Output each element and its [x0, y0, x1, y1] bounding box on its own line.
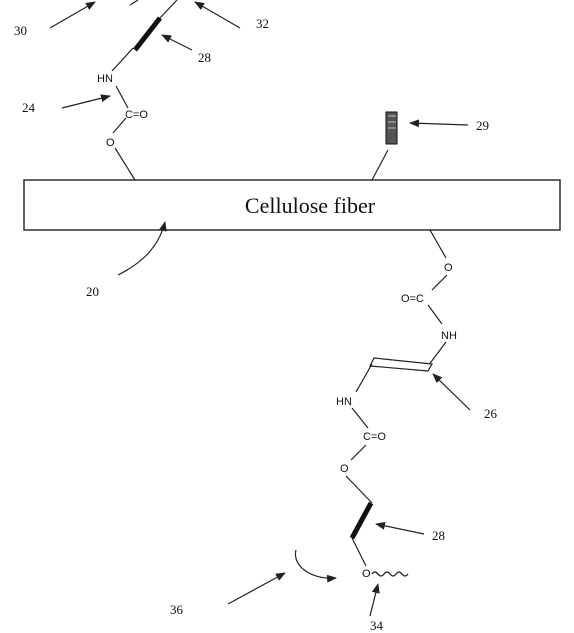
atom-lower-hn: HN [336, 396, 352, 408]
label-30: 30 [14, 23, 27, 38]
label-26: 26 [484, 406, 498, 421]
lower-chain: O O=C NH HN C=O O O [336, 229, 457, 580]
atom-right-nh: NH [441, 330, 457, 342]
reference-numerals: 30 32 28 24 29 20 26 28 36 34 [14, 16, 498, 633]
atom-lower-o: O [340, 463, 349, 475]
atom-top-hn: HN [97, 73, 113, 85]
atom-right-o: O [444, 262, 453, 274]
atom-top-co: C=O [125, 109, 148, 121]
spacer-28-top [133, 16, 162, 52]
wavy-end-34 [371, 571, 409, 577]
spacer-26 [369, 357, 433, 372]
atom-top-o: O [106, 137, 115, 149]
upper-chain: O C=O HN [97, 0, 178, 181]
label-34: 34 [370, 618, 384, 633]
label-20: 20 [86, 284, 99, 299]
label-29: 29 [476, 118, 489, 133]
label-28-top: 28 [198, 50, 211, 65]
fiber-label: Cellulose fiber [245, 193, 376, 218]
label-36: 36 [170, 602, 184, 617]
label-32: 32 [256, 16, 269, 31]
pointer-arrows [49, 1, 471, 617]
atom-right-co: O=C [401, 293, 424, 305]
atom-end-o: O [362, 568, 371, 580]
attachment-29 [371, 111, 398, 181]
label-28-bottom: 28 [432, 528, 445, 543]
cellulose-fiber-rect [23, 179, 561, 231]
atom-lower-co: C=O [363, 431, 386, 443]
label-24: 24 [22, 100, 36, 115]
spacer-28-bottom [349, 501, 374, 540]
